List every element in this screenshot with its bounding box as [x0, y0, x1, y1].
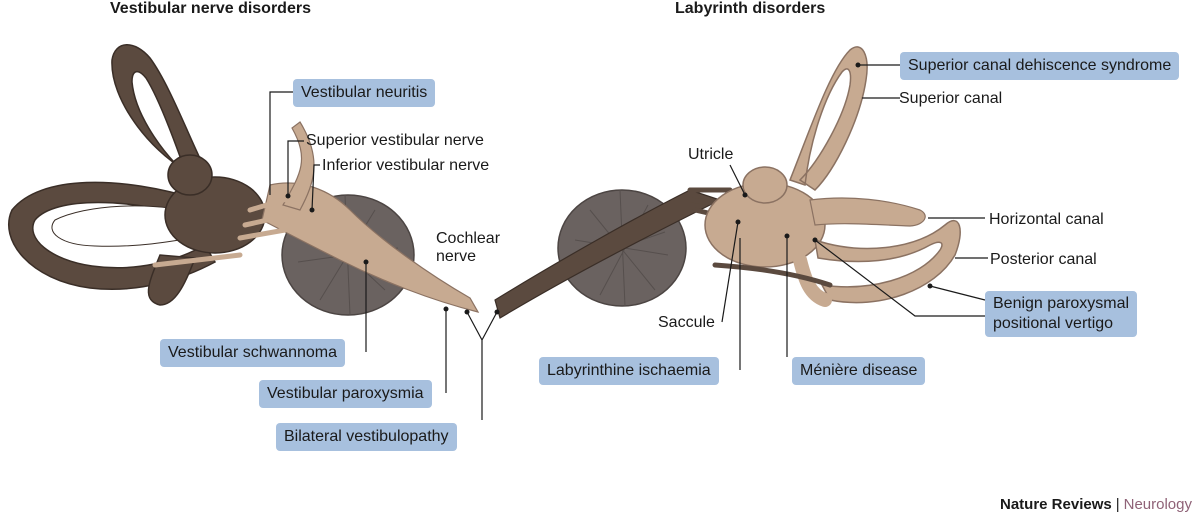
tag-bppv: Benign paroxysmal positional vertigo — [985, 291, 1138, 337]
left-labyrinth — [7, 44, 266, 306]
tag-bppv-line2: positional vertigo — [993, 315, 1114, 332]
journal-name: Neurology — [1123, 496, 1192, 513]
label-utricle: Utricle — [688, 146, 734, 163]
left-vestibulocochlear-nerve — [152, 121, 480, 313]
right-utricle — [742, 166, 788, 204]
label-inferior-vestibular-nerve: Inferior vestibular nerve — [322, 157, 490, 174]
right-labyrinth — [704, 46, 961, 307]
right-superior-canal — [789, 46, 868, 191]
publisher-name: Nature Reviews — [1000, 496, 1112, 513]
label-horizontal-canal: Horizontal canal — [989, 211, 1104, 228]
left-ampulla — [167, 154, 213, 196]
left-lower-canal-arm — [147, 254, 197, 306]
right-posterior-canal — [814, 219, 961, 304]
left-section-title: Vestibular nerve disorders — [110, 0, 311, 17]
leader-utricle — [729, 164, 746, 196]
tag-bppv-line1: Benign paroxysmal — [993, 295, 1130, 312]
tag-bilateral-vestibulopathy: Bilateral vestibulopathy — [276, 423, 457, 451]
leader-lines — [269, 64, 988, 420]
leader-dots — [285, 62, 933, 315]
tag-labyrinthine-ischaemia: Labyrinthine ischaemia — [539, 357, 719, 385]
tag-superior-canal-dehiscence: Superior canal dehiscence syndrome — [900, 52, 1180, 80]
leader-inferior-nerve — [311, 164, 320, 211]
leader-vestibular-neuritis — [269, 91, 293, 195]
leader-bilateral — [466, 311, 498, 420]
leader-saccule — [721, 221, 739, 323]
tag-meniere-disease: Ménière disease — [792, 357, 926, 385]
label-posterior-canal: Posterior canal — [990, 251, 1097, 268]
label-cochlear: Cochlear — [436, 230, 501, 247]
right-section-title: Labyrinth disorders — [675, 0, 826, 17]
footer-separator: | — [1115, 496, 1120, 513]
label-cochlear-nerve: nerve — [436, 248, 477, 265]
leader-bppv-b — [814, 239, 985, 317]
journal-footer: Nature Reviews|Neurology — [1000, 496, 1192, 513]
label-superior-canal: Superior canal — [899, 90, 1003, 107]
tag-vestibular-neuritis: Vestibular neuritis — [293, 79, 436, 107]
right-horizontal-canal — [809, 197, 926, 227]
label-saccule: Saccule — [658, 314, 715, 331]
leader-bppv-a — [929, 285, 986, 301]
tag-vestibular-paroxysmia: Vestibular paroxysmia — [259, 380, 432, 408]
label-superior-vestibular-nerve: Superior vestibular nerve — [306, 132, 484, 149]
tag-vestibular-schwannoma: Vestibular schwannoma — [160, 339, 345, 367]
leader-superior-nerve — [287, 140, 304, 196]
